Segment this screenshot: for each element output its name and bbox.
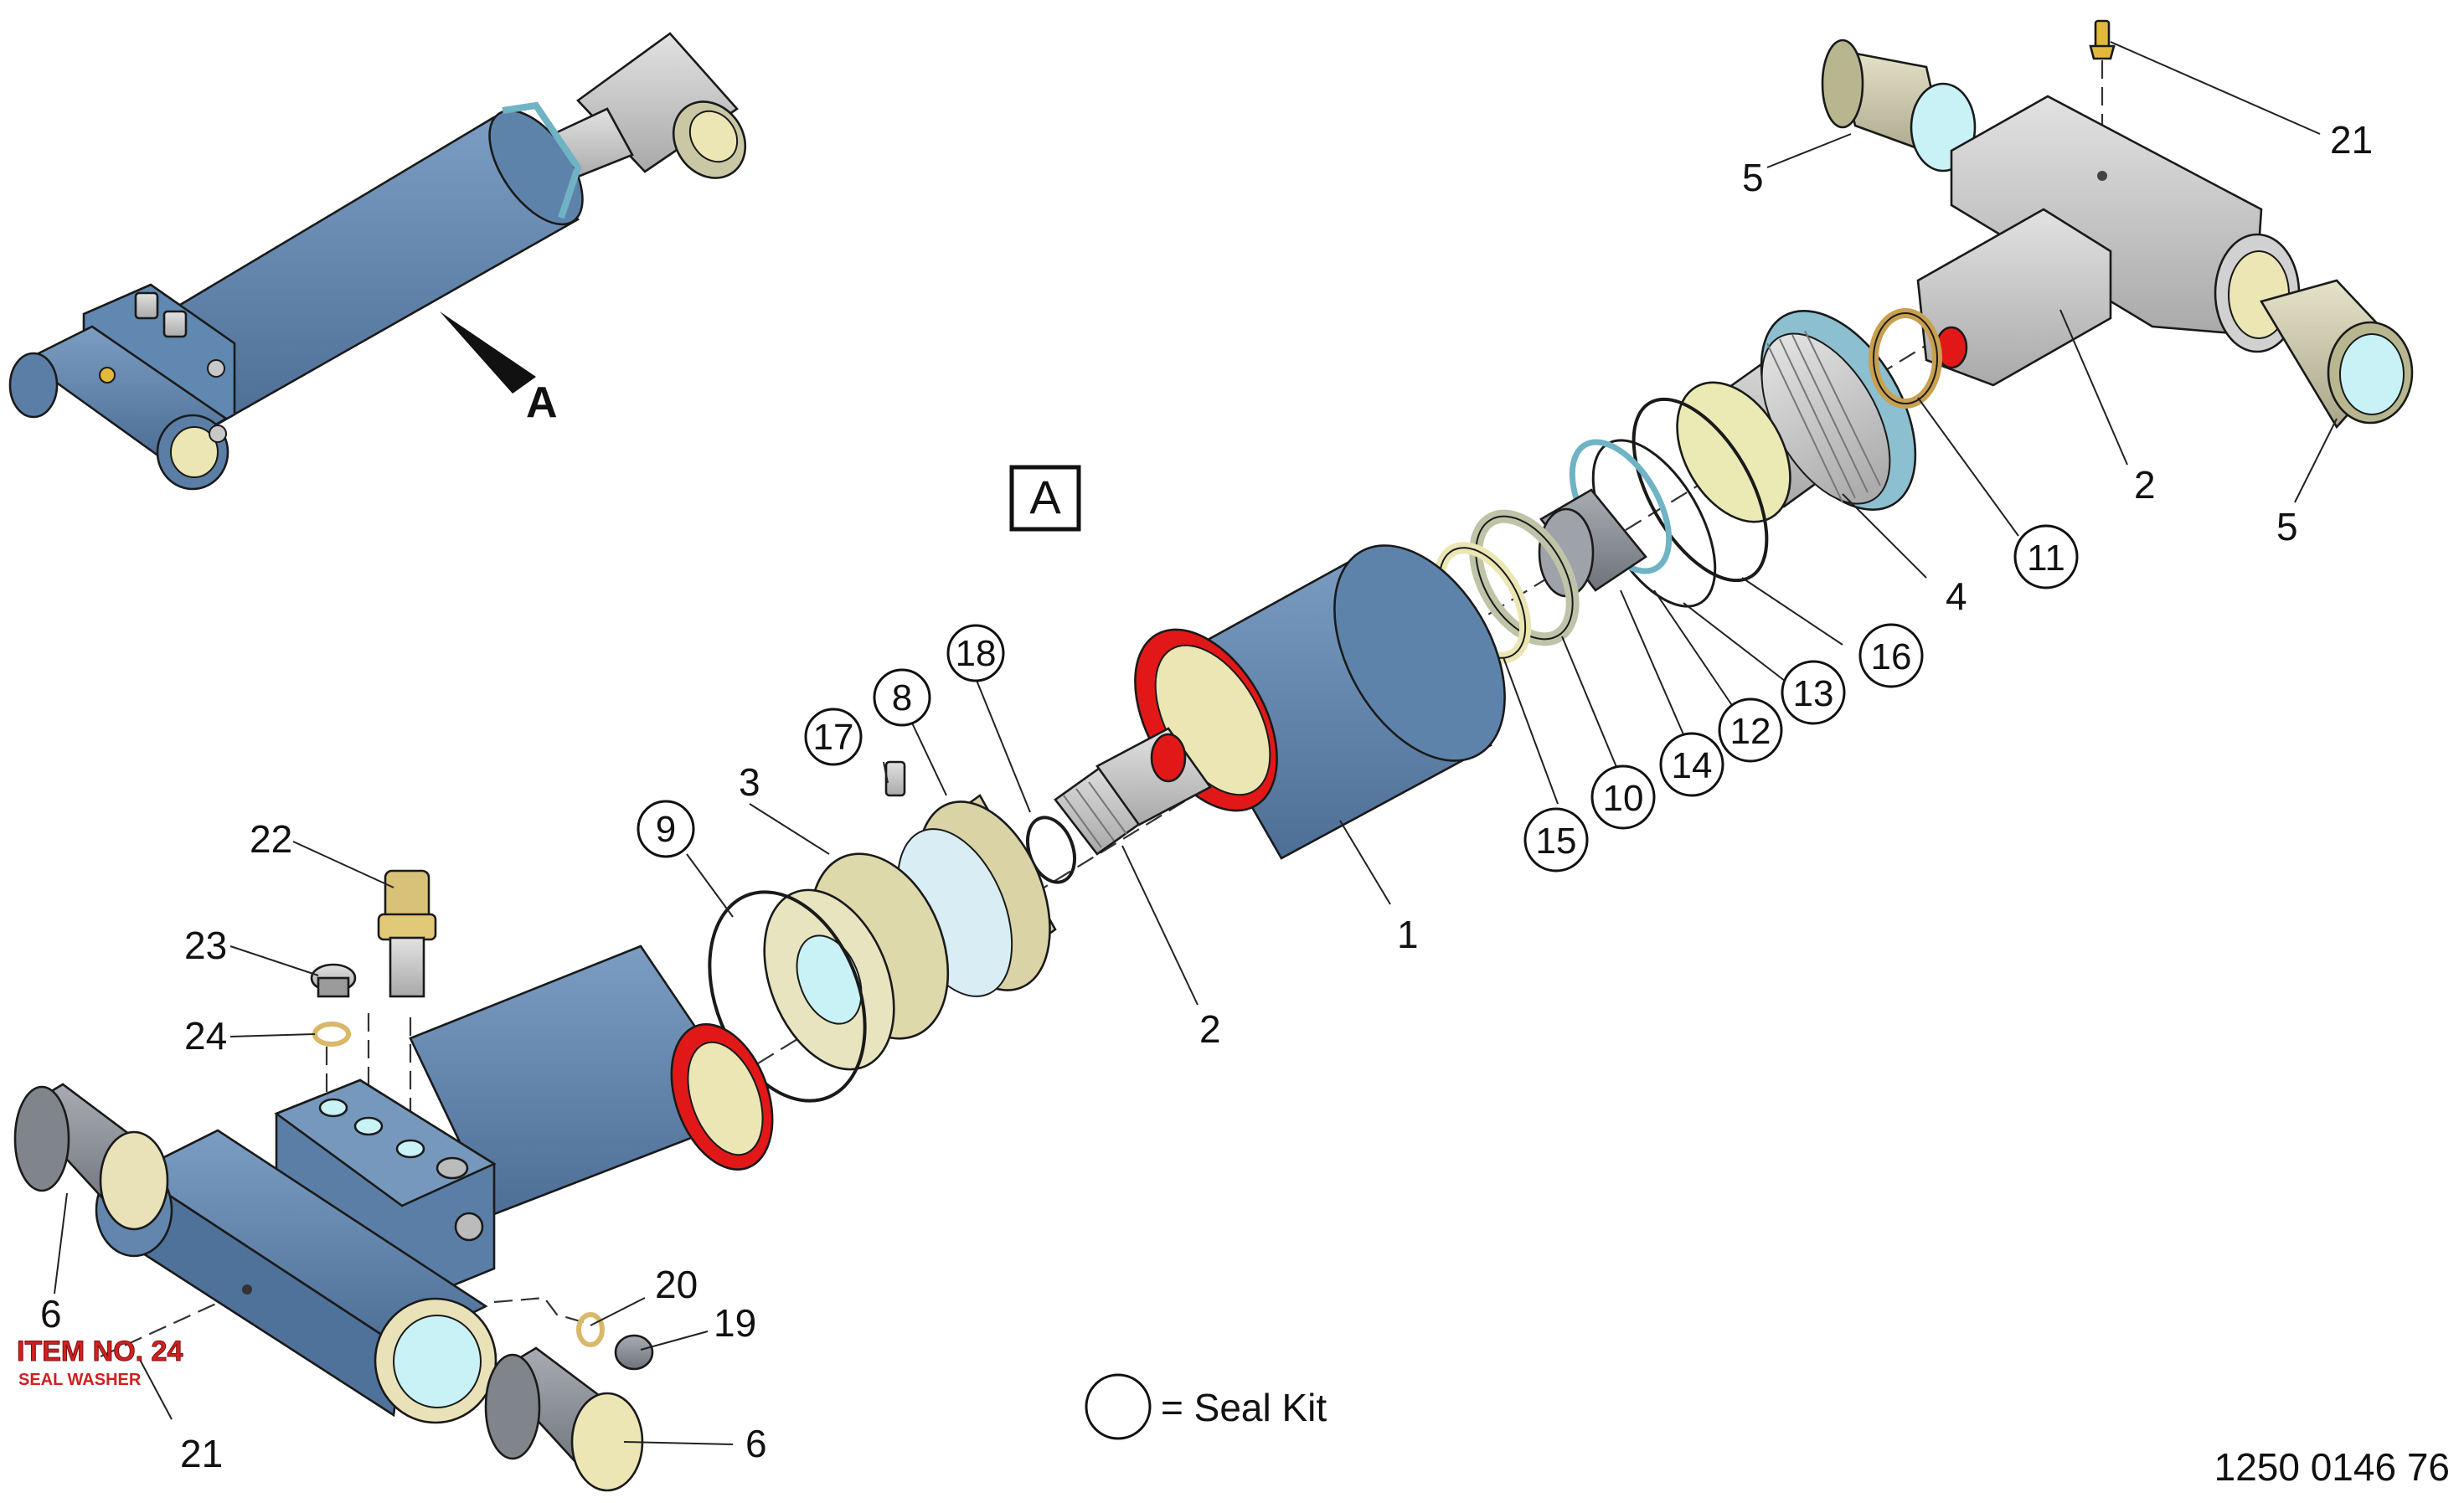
part-2-piston-rod bbox=[1054, 727, 1212, 856]
svg-text:10: 10 bbox=[1603, 778, 1644, 819]
legend-text: = Seal Kit bbox=[1161, 1386, 1327, 1429]
part-17-set-screw bbox=[884, 760, 906, 797]
part-19-plug bbox=[614, 1334, 654, 1371]
label-23: 23 bbox=[184, 924, 227, 967]
svg-text:9: 9 bbox=[656, 809, 676, 850]
item-note-line2: SEAL WASHER bbox=[18, 1371, 142, 1389]
label-2-tee: 2 bbox=[2134, 463, 2156, 507]
document-number: 1250 0146 76 bbox=[2214, 1445, 2450, 1489]
leader-lines bbox=[54, 41, 2338, 1445]
svg-text:8: 8 bbox=[892, 677, 912, 718]
part-number-labels: 21 5 2 5 4 1 2 3 22 23 24 20 19 6 6 21 bbox=[40, 118, 2373, 1475]
part-1-barrel bbox=[1134, 544, 1506, 860]
label-2-rod: 2 bbox=[1199, 1007, 1221, 1051]
view-arrow-label: A bbox=[526, 378, 558, 427]
svg-text:16: 16 bbox=[1871, 636, 1912, 677]
part-20-seal-washer bbox=[576, 1312, 605, 1347]
svg-text:12: 12 bbox=[1730, 711, 1771, 752]
svg-text:17: 17 bbox=[813, 717, 854, 758]
seal-kit-label-9: 9 bbox=[637, 800, 695, 858]
part-22-valve bbox=[377, 869, 437, 998]
part-5-bushing-right bbox=[2260, 279, 2414, 430]
label-4: 4 bbox=[1946, 574, 1967, 618]
svg-text:13: 13 bbox=[1793, 673, 1834, 714]
svg-text:18: 18 bbox=[956, 633, 997, 674]
seal-kit-labels: 11 16 13 12 14 10 15 18 bbox=[637, 524, 2079, 872]
svg-text:15: 15 bbox=[1536, 821, 1577, 862]
label-5-right: 5 bbox=[2276, 505, 2298, 548]
item-note-line1: ITEM NO. 24 bbox=[17, 1336, 183, 1367]
label-6-left: 6 bbox=[40, 1292, 62, 1336]
part-6-bushing-left bbox=[13, 1083, 169, 1231]
label-24: 24 bbox=[184, 1014, 227, 1058]
part-21-grease-nipple bbox=[2089, 19, 2116, 60]
view-label-text: A bbox=[1029, 471, 1061, 523]
seal-kit-label-8: 8 bbox=[873, 668, 931, 727]
base-head-assembly bbox=[95, 945, 774, 1424]
label-6-right: 6 bbox=[745, 1422, 767, 1465]
legend-circle-symbol bbox=[1085, 1373, 1152, 1440]
label-21-top: 21 bbox=[2330, 118, 2373, 162]
seal-kit-label-11: 11 bbox=[2013, 524, 2079, 589]
label-3: 3 bbox=[739, 760, 760, 804]
part-23-plug bbox=[310, 963, 357, 998]
part-3-piston bbox=[763, 852, 950, 1071]
seal-kit-label-16: 16 bbox=[1858, 623, 1924, 688]
part-24-seal-washer bbox=[312, 1022, 351, 1047]
rod-end-tee-assembly bbox=[1821, 19, 2414, 430]
svg-text:11: 11 bbox=[2027, 538, 2065, 579]
part-9-oring bbox=[708, 890, 867, 1103]
view-arrow-a bbox=[440, 311, 536, 394]
seal-kit-label-13: 13 bbox=[1781, 660, 1846, 725]
seal-kit-label-12: 12 bbox=[1718, 697, 1783, 763]
seal-kit-label-18: 18 bbox=[946, 624, 1005, 682]
item-note-stamp: ITEM NO. 24 SEAL WASHER bbox=[17, 1336, 183, 1390]
seal-kit-label-17: 17 bbox=[804, 708, 863, 766]
svg-text:14: 14 bbox=[1672, 745, 1713, 786]
head-block-small bbox=[8, 283, 236, 491]
label-5-left: 5 bbox=[1742, 156, 1764, 199]
label-22: 22 bbox=[250, 817, 292, 861]
label-21-bottom: 21 bbox=[180, 1432, 223, 1475]
label-19: 19 bbox=[714, 1301, 756, 1345]
part-14-bushing bbox=[1538, 488, 1647, 598]
part-6-bushing-right bbox=[484, 1346, 644, 1492]
seal-kit-label-10: 10 bbox=[1590, 764, 1656, 830]
assembled-cylinder-overview: A bbox=[8, 32, 747, 491]
seal-kit-label-14: 14 bbox=[1659, 732, 1724, 797]
seal-kit-legend: = Seal Kit bbox=[1085, 1373, 1327, 1440]
part-16-ring bbox=[1631, 397, 1769, 583]
label-1: 1 bbox=[1397, 913, 1419, 956]
seal-kit-label-15: 15 bbox=[1523, 807, 1589, 872]
label-20: 20 bbox=[655, 1263, 698, 1306]
view-label-box: A bbox=[1009, 465, 1081, 532]
